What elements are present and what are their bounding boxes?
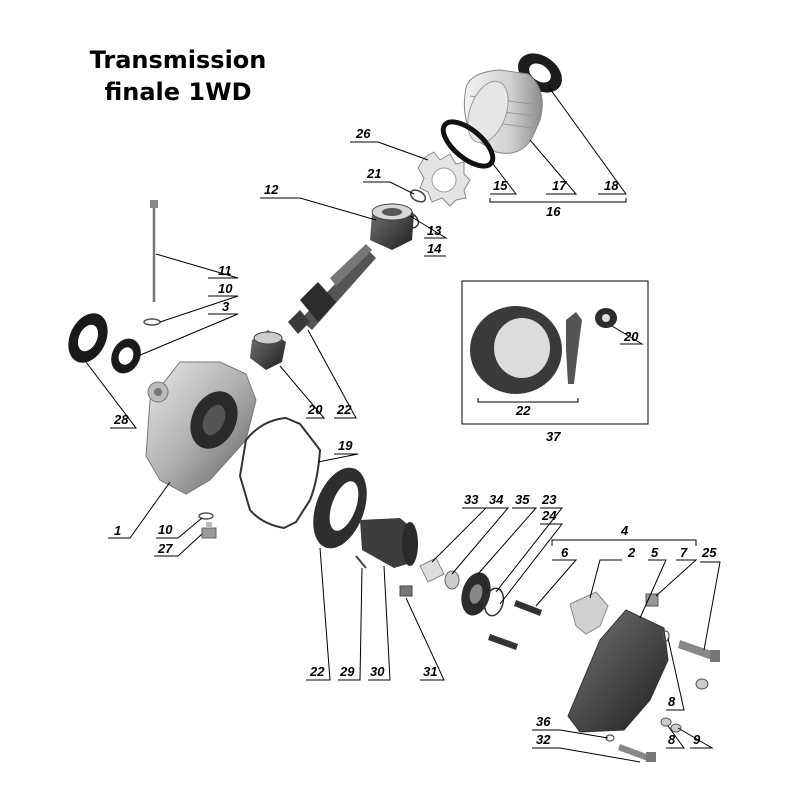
seal-28 [68, 313, 108, 363]
bolt-32 [618, 744, 656, 762]
diagram-title: Transmission finale 1WD [60, 44, 296, 108]
callout-9: 9 [693, 732, 701, 747]
callout-30: 30 [370, 664, 385, 679]
nut-34 [444, 570, 460, 590]
bolt-31 [399, 585, 413, 597]
title-line-1: Transmission [89, 46, 267, 74]
pin-29 [355, 555, 367, 569]
callout-22-ring: 22 [309, 664, 325, 679]
callout-35: 35 [515, 492, 530, 507]
cover-5 [567, 609, 669, 733]
callout-7: 7 [680, 545, 688, 560]
callout-27: 27 [157, 541, 173, 556]
leader-lines [85, 85, 721, 763]
callout-21: 21 [366, 166, 381, 181]
callout-20-pinion: 20 [307, 402, 323, 417]
callout-37: 37 [546, 429, 561, 444]
callout-32: 32 [536, 732, 551, 747]
callout-2: 2 [627, 545, 636, 560]
callout-23: 23 [541, 492, 557, 507]
callout-8-lower: 8 [668, 732, 676, 747]
callout-13: 13 [427, 223, 442, 238]
callout-33: 33 [464, 492, 479, 507]
differential-30 [360, 518, 418, 568]
nuts-8-9 [660, 630, 709, 733]
bearing-35 [461, 572, 491, 616]
callout-20-inset: 20 [623, 329, 639, 344]
callout-5: 5 [651, 545, 659, 560]
bolts-6 [488, 600, 542, 650]
title-line-2: finale 1WD [104, 78, 252, 106]
callout-3: 3 [222, 299, 230, 314]
bushing-33 [419, 557, 445, 583]
gear-set-inset-37 [461, 280, 649, 425]
callout-26: 26 [355, 126, 371, 141]
callout-14: 14 [427, 241, 442, 256]
callout-34: 34 [489, 492, 504, 507]
callout-29: 29 [339, 664, 355, 679]
callout-31: 31 [423, 664, 437, 679]
bearing-20 [250, 330, 286, 370]
callout-22-inset: 22 [515, 403, 531, 418]
bearing-12 [370, 203, 414, 250]
callout-6: 6 [561, 545, 569, 560]
callout-36: 36 [536, 714, 551, 729]
ring-23-24 [483, 587, 505, 617]
callout-11: 11 [218, 263, 232, 278]
callout-25: 25 [701, 545, 717, 560]
callout-8-upper: 8 [668, 694, 676, 709]
washer-10-bottom [198, 512, 214, 520]
callout-labels: 26 21 12 13 14 15 17 18 16 11 10 3 28 20… [113, 126, 717, 747]
callout-10-top: 10 [218, 281, 233, 296]
callout-15: 15 [493, 178, 508, 193]
drain-plug-27 [201, 522, 217, 539]
cover-housing-17 [463, 69, 543, 154]
bolt-25 [678, 640, 720, 662]
callout-18: 18 [604, 178, 619, 193]
o-ring-15 [440, 119, 496, 169]
dipstick-11 [150, 200, 158, 302]
callout-16: 16 [546, 204, 561, 219]
seal-3 [111, 338, 141, 374]
callout-4: 4 [620, 523, 629, 538]
callout-10-bottom: 10 [158, 522, 173, 537]
callout-17: 17 [552, 178, 567, 193]
bracket-2 [569, 591, 609, 635]
pinion-shaft-22 [288, 244, 376, 334]
ring-gear-22 [313, 467, 367, 549]
main-housing-1 [145, 361, 257, 495]
callout-12: 12 [264, 182, 279, 197]
callout-28: 28 [113, 412, 129, 427]
callout-19: 19 [338, 438, 353, 453]
callout-22-pinion: 22 [336, 402, 352, 417]
callout-24: 24 [541, 508, 557, 523]
gasket-19 [238, 416, 322, 530]
callout-1: 1 [114, 523, 121, 538]
lock-plate-26 [417, 151, 471, 207]
washer-10-top [143, 318, 161, 326]
